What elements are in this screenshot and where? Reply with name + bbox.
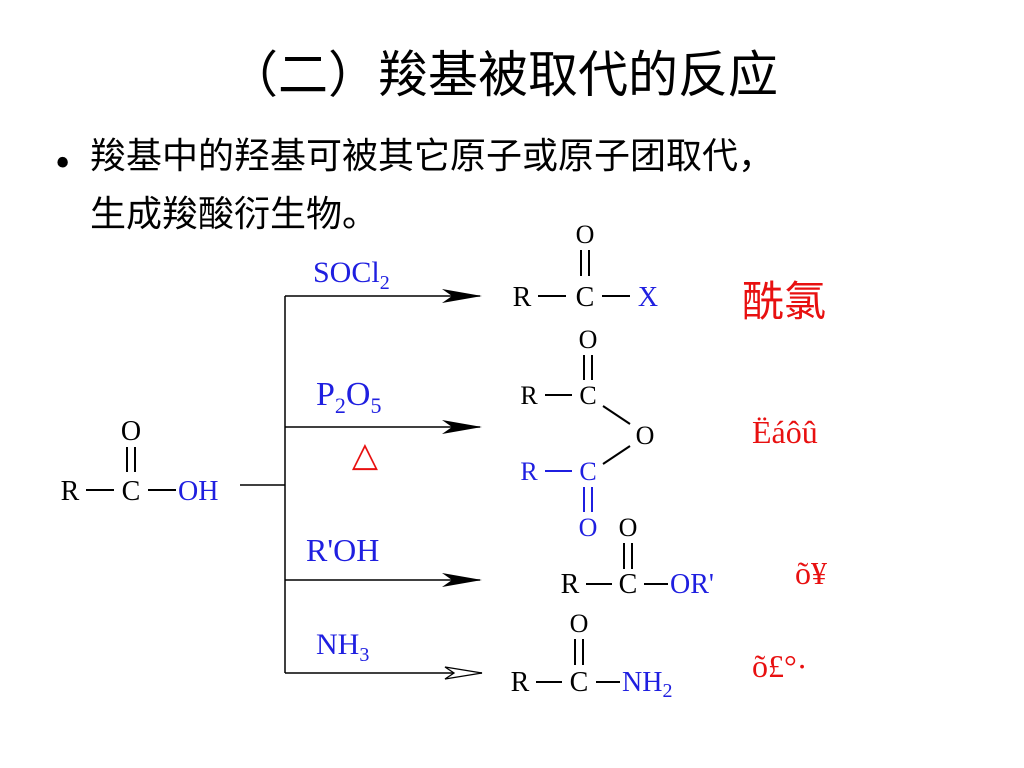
anhydride-bond-c1-o xyxy=(602,405,631,425)
bullet-text: 羧基中的羟基可被其它原子或原子团取代， 生成羧酸衍生物。 xyxy=(90,128,960,244)
reagent-p2o5-sub1: 2 xyxy=(335,393,346,418)
acyl-chloride-name: 酰氯 xyxy=(742,277,826,326)
reagent-p2o5-p: P xyxy=(316,376,335,413)
anhydride-bond-o-c2 xyxy=(602,445,631,465)
heat-symbol: △ xyxy=(352,435,379,475)
anhydride-c2: C xyxy=(579,457,596,486)
reactant-carboxylic-acid: O R C OH xyxy=(61,416,219,507)
ester-r: R xyxy=(561,569,580,600)
amide-r: R xyxy=(511,667,530,698)
reagent-socl2: SOCl2 xyxy=(313,256,390,294)
reagent-p2o5-o: O xyxy=(346,376,371,413)
anhydride-top-oxygen: O xyxy=(579,325,598,354)
product-acyl-chloride: O R C X xyxy=(513,220,658,313)
bullet-line-1: 羧基中的羟基可被其它原子或原子团取代， xyxy=(90,136,775,177)
acyl-chloride-carbon: C xyxy=(576,282,595,313)
anhydride-name: Ëáôû xyxy=(752,414,818,450)
reagent-nh3-sub: 3 xyxy=(359,644,369,666)
amide-oxygen: O xyxy=(570,609,589,638)
product-anhydride: O R C O R C O xyxy=(520,325,654,542)
ester-name: õ¥ xyxy=(795,555,827,591)
product-ester: O R C OR' xyxy=(561,513,714,600)
ester-carbon: C xyxy=(619,569,638,600)
reagent-socl2-main: SOCl xyxy=(313,256,380,289)
acyl-chloride-x: X xyxy=(638,282,658,313)
amide-name: õ£°· xyxy=(752,648,807,684)
reactant-oxygen: O xyxy=(121,416,141,447)
anhydride-c1: C xyxy=(579,381,596,410)
slide-title: （二）羧基被取代的反应 xyxy=(228,46,778,104)
branch-connector xyxy=(240,296,286,673)
bullet-line-2: 生成羧酸衍生物。 xyxy=(90,194,379,235)
ester-alkoxy: OR' xyxy=(670,569,714,600)
bullet-marker: • xyxy=(52,144,74,185)
product-amide: O R C NH2 xyxy=(511,609,673,702)
amide-amino-sub: 2 xyxy=(662,680,672,702)
amide-carbon: C xyxy=(570,667,589,698)
anhydride-r1: R xyxy=(520,381,538,410)
amide-amino: NH2 xyxy=(622,667,672,702)
reactant-r: R xyxy=(61,476,80,507)
ester-oxygen: O xyxy=(619,513,638,542)
reactant-carbon: C xyxy=(122,476,141,507)
acyl-chloride-oxygen: O xyxy=(576,220,595,249)
reagent-p2o5: P2O5 xyxy=(316,376,381,418)
anhydride-bottom-oxygen: O xyxy=(579,513,598,542)
anhydride-r2: R xyxy=(520,457,538,486)
reagent-nh3: NH3 xyxy=(316,628,369,666)
reactant-hydroxyl: OH xyxy=(178,476,218,507)
reagent-roh: R'OH xyxy=(306,532,379,568)
reagent-p2o5-sub2: 5 xyxy=(370,393,381,418)
reagent-socl2-sub: 2 xyxy=(380,272,390,294)
anhydride-bridge-oxygen: O xyxy=(636,421,655,450)
amide-amino-main: NH xyxy=(622,667,662,698)
reagent-nh3-main: NH xyxy=(316,628,359,661)
acyl-chloride-r: R xyxy=(513,282,532,313)
